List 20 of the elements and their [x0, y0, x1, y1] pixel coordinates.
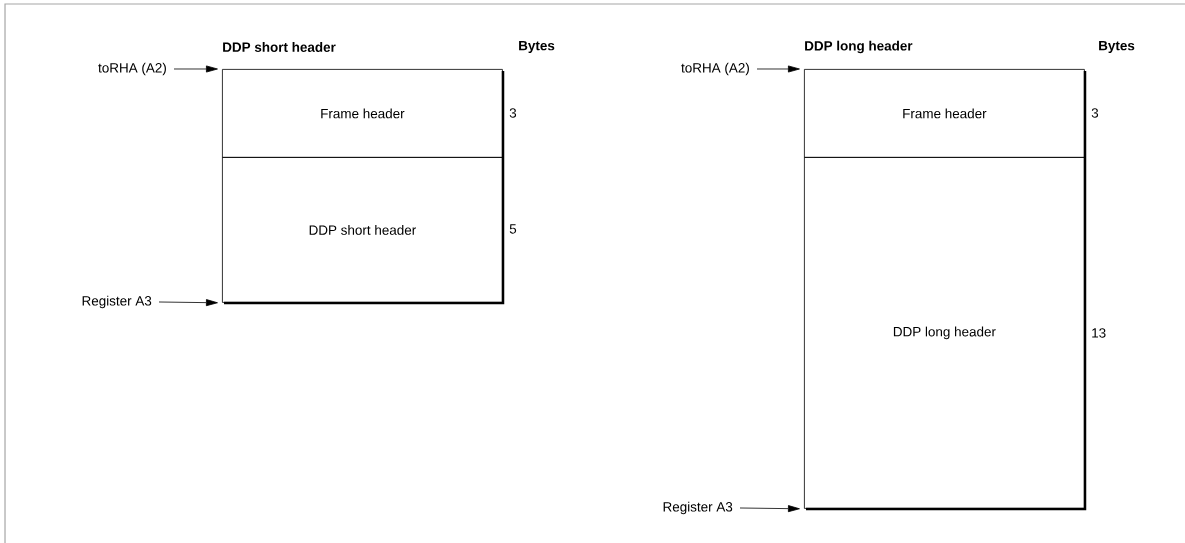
field-cell: Frame header	[804, 69, 1085, 158]
column-heading: DDP long header	[805, 40, 913, 54]
byte-count: 5	[509, 224, 517, 234]
arrow	[173, 65, 218, 73]
field-cell: DDP short header	[222, 157, 503, 303]
arrow	[739, 505, 800, 513]
field-cell: DDP long header	[804, 157, 1085, 509]
pointer-label: toRHA (A2)	[681, 62, 749, 76]
pointer-label: Register A3	[82, 295, 152, 309]
field-cell: Frame header	[222, 69, 503, 158]
byte-count: 3	[1091, 108, 1099, 118]
byte-count: 13	[1092, 328, 1106, 338]
byte-count: 3	[509, 108, 517, 118]
pointer-label: Register A3	[663, 501, 733, 515]
arrow	[756, 65, 800, 73]
arrow	[158, 299, 218, 307]
pointer-label: toRHA (A2)	[98, 62, 166, 76]
column-heading: DDP short header	[223, 42, 336, 52]
column-heading: Bytes	[1099, 41, 1135, 53]
column-heading: Bytes	[519, 41, 555, 53]
